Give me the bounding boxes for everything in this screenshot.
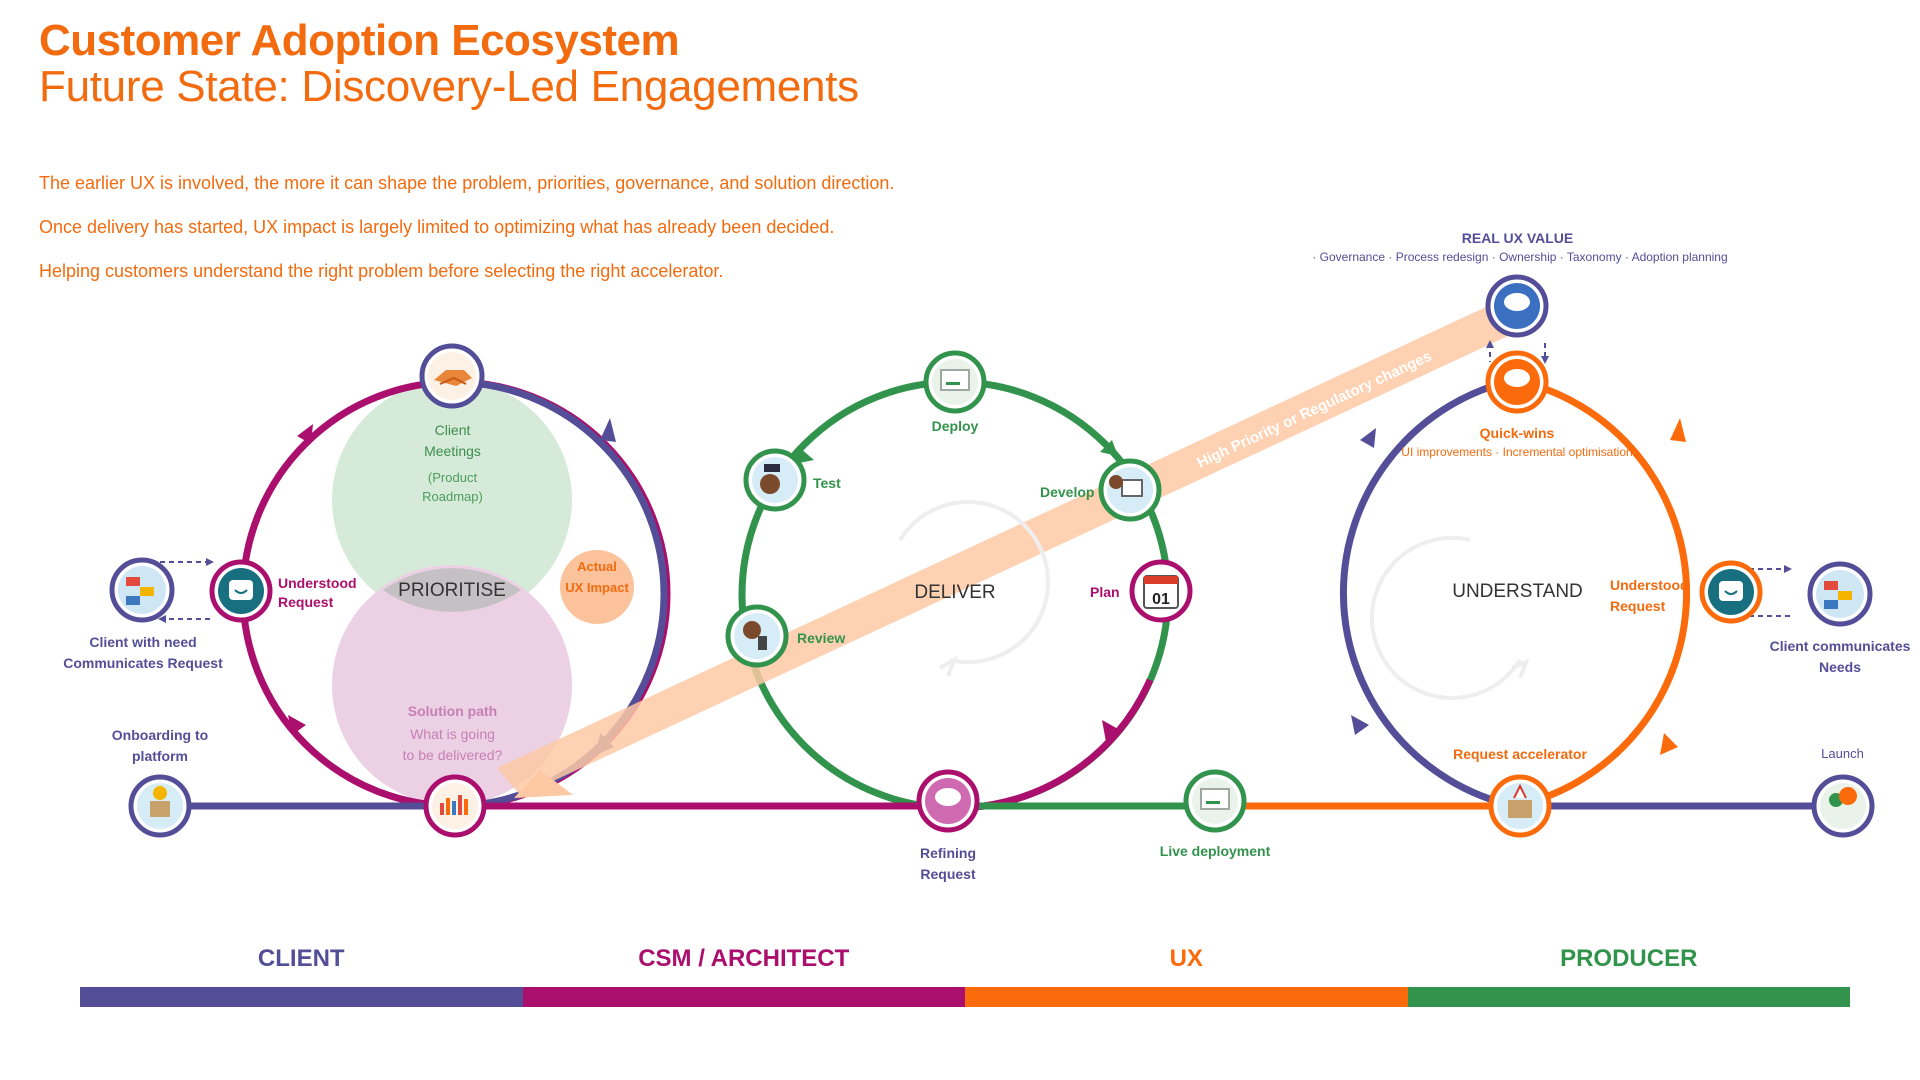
- page-title: Customer Adoption Ecosystem: [39, 16, 680, 65]
- intro-line-2: Once delivery has started, UX impact is …: [39, 217, 835, 237]
- quick-wins-items: UI improvements · Incremental optimisati…: [1401, 445, 1633, 459]
- real-ux-value-items: · Governance · Process redesign · Owners…: [1312, 250, 1728, 264]
- request-accelerator-icon[interactable]: [1488, 774, 1552, 838]
- legend-label-3: PRODUCER: [1560, 945, 1698, 972]
- review-person-icon[interactable]: [725, 604, 789, 668]
- chat-understood-icon-left[interactable]: [209, 559, 273, 623]
- actual-ux-impact-circle: [560, 550, 634, 624]
- intro-line-1: The earlier UX is involved, the more it …: [39, 173, 895, 193]
- chat-understood-icon-right[interactable]: [1699, 560, 1763, 624]
- bricks-icon-right[interactable]: [1807, 561, 1873, 627]
- real-ux-value-title: REAL UX VALUE: [1461, 230, 1574, 246]
- understand-loop-left: [1340, 376, 1516, 810]
- quick-wins-title: Quick-wins: [1479, 425, 1555, 441]
- live-deployment-monitor-icon[interactable]: [1183, 769, 1247, 833]
- refining-chat-icon[interactable]: [916, 769, 980, 833]
- solution-path-title: Solution path: [407, 703, 498, 719]
- prioritise-overlap: [383, 568, 521, 612]
- test-label: Test: [813, 475, 841, 491]
- legend-bar-3: [1407, 987, 1850, 1007]
- legend-bar-2: [965, 987, 1408, 1007]
- onboarding-box-icon[interactable]: [128, 774, 192, 838]
- high-priority-band-tail: [514, 770, 573, 798]
- legend-label-0: CLIENT: [257, 945, 345, 972]
- deliver-loop-csm-arc: [954, 678, 1154, 812]
- deploy-monitor-icon[interactable]: [923, 350, 987, 414]
- review-label: Review: [797, 630, 846, 646]
- prioritise-label: PRIORITISE: [398, 580, 506, 601]
- intro-line-3: Helping customers understand the right p…: [39, 261, 724, 281]
- legend-bar-1: [522, 987, 965, 1007]
- plan-label: Plan: [1090, 584, 1120, 600]
- launch-balloons-icon[interactable]: [1811, 774, 1875, 838]
- deliver-cycle-arrow: [898, 500, 1051, 664]
- high-priority-band: [497, 306, 1512, 796]
- live-deployment-label: Live deployment: [1159, 843, 1271, 859]
- deploy-label: Deploy: [931, 418, 979, 434]
- solution-path-circle: [332, 565, 572, 805]
- bricks-icon-left[interactable]: [109, 557, 175, 623]
- svg-text:01: 01: [1152, 591, 1170, 608]
- legend-bar-0: [80, 987, 523, 1007]
- test-binoculars-icon[interactable]: [743, 448, 807, 512]
- request-accelerator-label: Request accelerator: [1453, 746, 1587, 762]
- chart-solution-icon[interactable]: [423, 774, 487, 838]
- develop-person-icon[interactable]: [1098, 458, 1162, 522]
- understand-cycle-arrow: [1369, 536, 1522, 700]
- understand-label: UNDERSTAND: [1452, 581, 1583, 602]
- real-ux-value-chat-icon[interactable]: [1485, 274, 1549, 338]
- launch-label: Launch: [1821, 746, 1864, 761]
- plan-calendar-icon[interactable]: 01: [1129, 559, 1193, 623]
- understand-loop-right: [1514, 376, 1690, 810]
- page-subtitle: Future State: Discovery-Led Engagements: [39, 62, 859, 111]
- deliver-label: DELIVER: [914, 582, 996, 603]
- quick-wins-chat-icon[interactable]: [1485, 350, 1549, 414]
- legend-label-1: CSM / ARCHITECT: [638, 945, 850, 972]
- legend-label-2: UX: [1169, 945, 1203, 972]
- client-meetings-circle: [332, 380, 572, 620]
- handshake-icon[interactable]: [419, 343, 485, 409]
- develop-label: Develop: [1040, 484, 1095, 500]
